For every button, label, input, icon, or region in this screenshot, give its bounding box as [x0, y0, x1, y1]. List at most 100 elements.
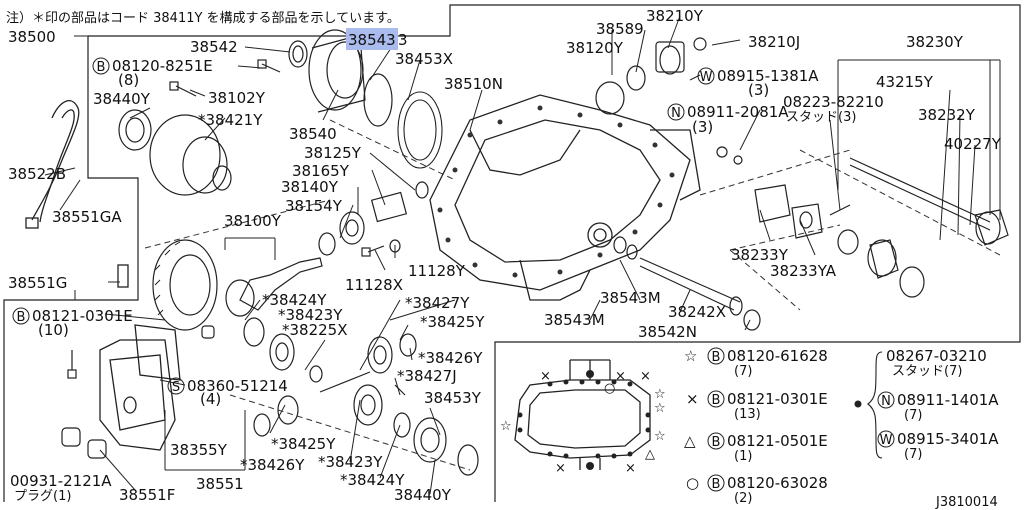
label-08360-51214: 08360-51214: [187, 377, 288, 395]
legend-star-part: 08120-61628: [727, 347, 828, 365]
label-38551: 38551: [196, 475, 244, 493]
label-08360-51214-qty: (4): [200, 390, 221, 408]
label-38210J: 38210J: [748, 33, 800, 51]
carrier-cover: [429, 94, 701, 301]
legend-triangle-qty: (1): [734, 449, 752, 464]
legend-cross-qty: (13): [734, 407, 761, 422]
circled-prefix-letters: B W N B S B B B B N W: [17, 60, 893, 492]
bolt-pattern-marks: ☆ ☆ ☆ ☆ ×× ×× ×△ ○: [500, 369, 666, 476]
label-08911-2081A-qty: (3): [692, 118, 713, 136]
note-text: 注）＊印の部品はコード 38411Y を構成する部品を示しています。: [6, 11, 400, 26]
cover-bolt-holes: [437, 105, 675, 278]
label-38542: 38542: [190, 38, 238, 56]
label-40227Y: 40227Y: [944, 135, 1002, 153]
ring-pinion-gear: [152, 239, 323, 331]
svg-text:×: ×: [615, 369, 626, 384]
tube-38242X: [613, 236, 761, 331]
bolt-pattern-diagram: [514, 359, 651, 470]
svg-text:W: W: [880, 433, 893, 448]
diagram-id: J3810014: [935, 495, 998, 510]
label-38225X: *38225X: [282, 321, 348, 339]
svg-text:B: B: [712, 350, 721, 365]
svg-text:S: S: [172, 380, 180, 395]
label-38165Y: 38165Y: [292, 162, 350, 180]
label-38233YA: 38233YA: [770, 262, 837, 280]
label-08915-1381A: 08915-1381A: [717, 67, 819, 85]
label-38500: 38500: [8, 28, 56, 46]
label-38522B: 38522B: [8, 165, 66, 183]
svg-text:B: B: [712, 435, 721, 450]
highlight-38543: [346, 28, 398, 50]
legend-circle-symbol: ○: [686, 474, 699, 492]
label-00931-2121A: 00931-2121A: [10, 472, 112, 490]
svg-text:B: B: [17, 310, 26, 325]
leader-lines: [44, 15, 1001, 495]
frame-lines: [3, 4, 1021, 502]
label-38233Y: 38233Y: [731, 246, 789, 264]
svg-text:☆: ☆: [654, 429, 666, 444]
svg-text:△: △: [645, 447, 655, 462]
legend-star-qty: (7): [734, 364, 752, 379]
label-08121-0301E: 08121-0301E: [32, 307, 133, 325]
axle-assembly: [754, 157, 1009, 298]
label-08120-8251E-qty: (8): [118, 71, 139, 89]
label-38453X: 38453X: [395, 50, 453, 68]
label-38426Y-b: *38426Y: [240, 456, 305, 474]
side-gears: [243, 317, 479, 476]
label-38551F: 38551F: [119, 486, 175, 504]
label-11128X: 11128X: [345, 276, 403, 294]
companion-flange: [595, 37, 743, 165]
legend: ☆ 08120-61628 (7) × 08121-0301E (13) △ 0…: [684, 347, 999, 506]
label-38427J: *38427J: [397, 367, 457, 385]
legend-triangle-part: 08121-0501E: [727, 432, 828, 450]
label-38125Y: 38125Y: [304, 144, 362, 162]
svg-text:N: N: [671, 106, 681, 121]
label-38589: 38589: [596, 20, 644, 38]
svg-text:×: ×: [625, 461, 636, 476]
label-08223-82210: 08223-82210: [783, 93, 884, 111]
label-38424Y-b: *38424Y: [340, 471, 405, 489]
label-38543: 38543: [348, 31, 396, 49]
label-38543-tail: 3: [398, 31, 408, 49]
bearing-38440Y-top: [118, 109, 152, 151]
label-08223-sub: スタッド(3): [786, 110, 856, 125]
breather-hose: [25, 100, 129, 288]
svg-text:☆: ☆: [654, 401, 666, 416]
label-38423Y-b: *38423Y: [318, 453, 383, 471]
svg-text:B: B: [712, 477, 721, 492]
label-38551G: 38551G: [8, 274, 67, 292]
label-38551GA: 38551GA: [52, 208, 122, 226]
label-38540: 38540: [289, 125, 337, 143]
label-38543M-b: 38543M: [544, 311, 605, 329]
legend-stud-part: 08267-03210: [886, 347, 987, 365]
legend-nut-part: 08911-1401A: [897, 391, 999, 409]
label-38424Y-a: *38424Y: [262, 291, 327, 309]
side-retainer-38540: [308, 29, 366, 113]
label-38355Y: 38355Y: [170, 441, 228, 459]
svg-text:B: B: [712, 393, 721, 408]
bolts: [67, 59, 851, 379]
legend-star-symbol: ☆: [684, 347, 697, 365]
label-08911-2081A: 08911-2081A: [687, 103, 789, 121]
label-38100Y: 38100Y: [224, 212, 282, 230]
svg-text:W: W: [700, 70, 713, 85]
label-08121-0301E-qty: (10): [38, 321, 69, 339]
label-38154Y: 38154Y: [285, 197, 343, 215]
label-38210Y: 38210Y: [646, 7, 704, 25]
svg-text:×: ×: [640, 369, 651, 384]
bolt-pattern-dots: [517, 370, 862, 470]
label-38423Y-a: *38423Y: [278, 306, 343, 324]
legend-nut-qty: (7): [904, 408, 922, 423]
legend-stud-qty: スタッド(7): [892, 364, 962, 379]
circled-prefixes: [12, 57, 895, 492]
svg-text:N: N: [881, 394, 891, 409]
label-11128Y: 11128Y: [408, 262, 466, 280]
label-08120-8251E: 08120-8251E: [112, 57, 213, 75]
rear-cover: [99, 324, 181, 451]
svg-text:×: ×: [540, 369, 551, 384]
svg-text:☆: ☆: [500, 419, 512, 434]
label-38426Y-a: *38426Y: [418, 349, 483, 367]
label-38542N: 38542N: [638, 323, 697, 341]
label-38230Y: 38230Y: [906, 33, 964, 51]
